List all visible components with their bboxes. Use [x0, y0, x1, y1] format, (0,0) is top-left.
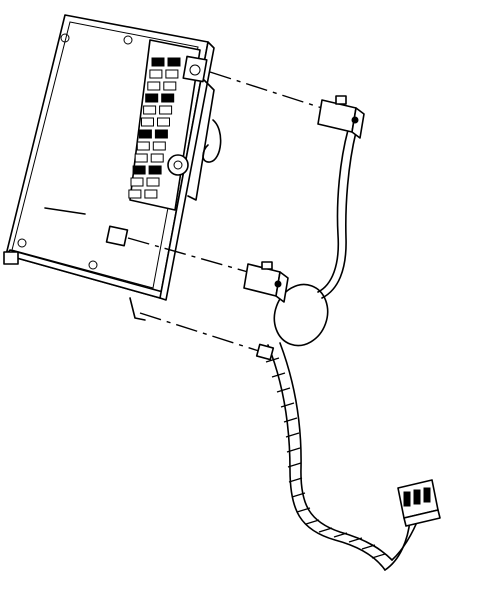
module-foot: [3, 251, 19, 265]
upper-socket-body: [182, 55, 208, 83]
end-connector-base: [403, 509, 441, 527]
fuse-rows: [128, 57, 181, 199]
upper-branch-cable-b: [321, 131, 357, 299]
fuse-10-l: [132, 165, 146, 175]
upper-connector-latch: [335, 95, 347, 105]
fuse-12-r: [144, 189, 158, 199]
fuse-5-l: [143, 105, 157, 115]
tape-wraps: [265, 357, 386, 559]
lower-connector: [243, 261, 289, 303]
tape-wrap-7: [286, 447, 301, 453]
fuse-3-r: [163, 81, 177, 91]
tape-wrap-5: [283, 417, 298, 423]
inline-connector-body: [255, 343, 275, 361]
module-label-mark: [44, 207, 86, 215]
tape-wrap-1: [265, 357, 280, 363]
fuse-8-r: [152, 141, 166, 151]
upper-connector-pin: [351, 116, 359, 124]
lower-connector-latch: [261, 261, 273, 270]
module-boss-center: [173, 160, 183, 170]
fuse-5-r: [159, 105, 173, 115]
end-branch-a: [384, 519, 411, 571]
upper-connector: [317, 95, 365, 139]
fuse-7-r: [154, 129, 168, 139]
tape-wrap-4: [280, 402, 295, 408]
fuse-1-r: [167, 57, 181, 67]
tape-wrap-6: [285, 432, 300, 438]
inline-connector: [255, 343, 275, 361]
harness-loop: [273, 283, 329, 347]
bracket-alignment-line: [139, 312, 263, 353]
main-trunk-right: [279, 342, 393, 561]
tape-wrap-13: [318, 527, 333, 533]
tape-wrap-17: [371, 553, 386, 559]
end-connector: [397, 479, 441, 527]
end-connector-terminal-3: [423, 487, 431, 503]
fuse-block: [128, 39, 201, 211]
fuse-4-l: [145, 93, 159, 103]
bottom-pin: [129, 297, 146, 321]
fuse-10-r: [148, 165, 162, 175]
fuse-7-l: [138, 129, 152, 139]
tape-wrap-11: [296, 507, 311, 513]
lower-connector-pin: [274, 280, 282, 288]
module-boss: [167, 154, 189, 176]
fuse-12-l: [128, 189, 142, 199]
fuse-8-l: [136, 141, 150, 151]
tape-wrap-12: [305, 519, 320, 525]
module-upper-socket: [182, 55, 208, 83]
fuse-1-l: [151, 57, 165, 67]
screw-bottom-right: [88, 260, 98, 270]
fuse-11-l: [130, 177, 144, 187]
screw-top-left: [60, 33, 70, 43]
wiring-harness: [265, 129, 421, 571]
upper-connector-body: [317, 99, 357, 133]
end-connector-terminal-1: [403, 491, 411, 507]
tape-wrap-8: [287, 462, 302, 468]
module-panel-outline: [11, 21, 199, 289]
fuse-11-r: [146, 177, 160, 187]
lower-alignment-line: [127, 237, 249, 273]
upper-branch-cable: [317, 129, 349, 293]
tape-wrap-16: [361, 544, 376, 550]
module-lower-socket: [105, 225, 129, 247]
main-trunk-left: [267, 344, 386, 571]
tape-wrap-9: [288, 477, 303, 483]
tape-wrap-10: [291, 492, 306, 498]
side-bracket: [187, 79, 215, 201]
lower-connector-side: [275, 271, 289, 303]
fuse-3-l: [147, 81, 161, 91]
upper-socket-pin: [189, 64, 201, 76]
fuse-6-r: [157, 117, 170, 127]
control-module: [3, 14, 222, 321]
screw-bottom-left: [17, 238, 27, 248]
fuse-9-l: [134, 153, 148, 163]
fuse-2-r: [165, 69, 179, 79]
upper-connector-side: [351, 107, 365, 139]
tape-wrap-14: [333, 532, 348, 538]
lower-socket-body: [105, 225, 129, 247]
fuse-6-l: [141, 117, 154, 127]
tape-wrap-2: [271, 372, 286, 378]
tape-wrap-15: [348, 537, 363, 543]
fuse-2-l: [149, 69, 163, 79]
screw-top-right: [123, 35, 133, 45]
upper-alignment-line: [209, 71, 323, 109]
module-side-edge: [159, 41, 215, 301]
tape-wrap-3: [276, 387, 291, 393]
fuse-9-r: [150, 153, 164, 163]
end-connector-terminal-2: [413, 489, 421, 505]
fuse-4-r: [161, 93, 175, 103]
